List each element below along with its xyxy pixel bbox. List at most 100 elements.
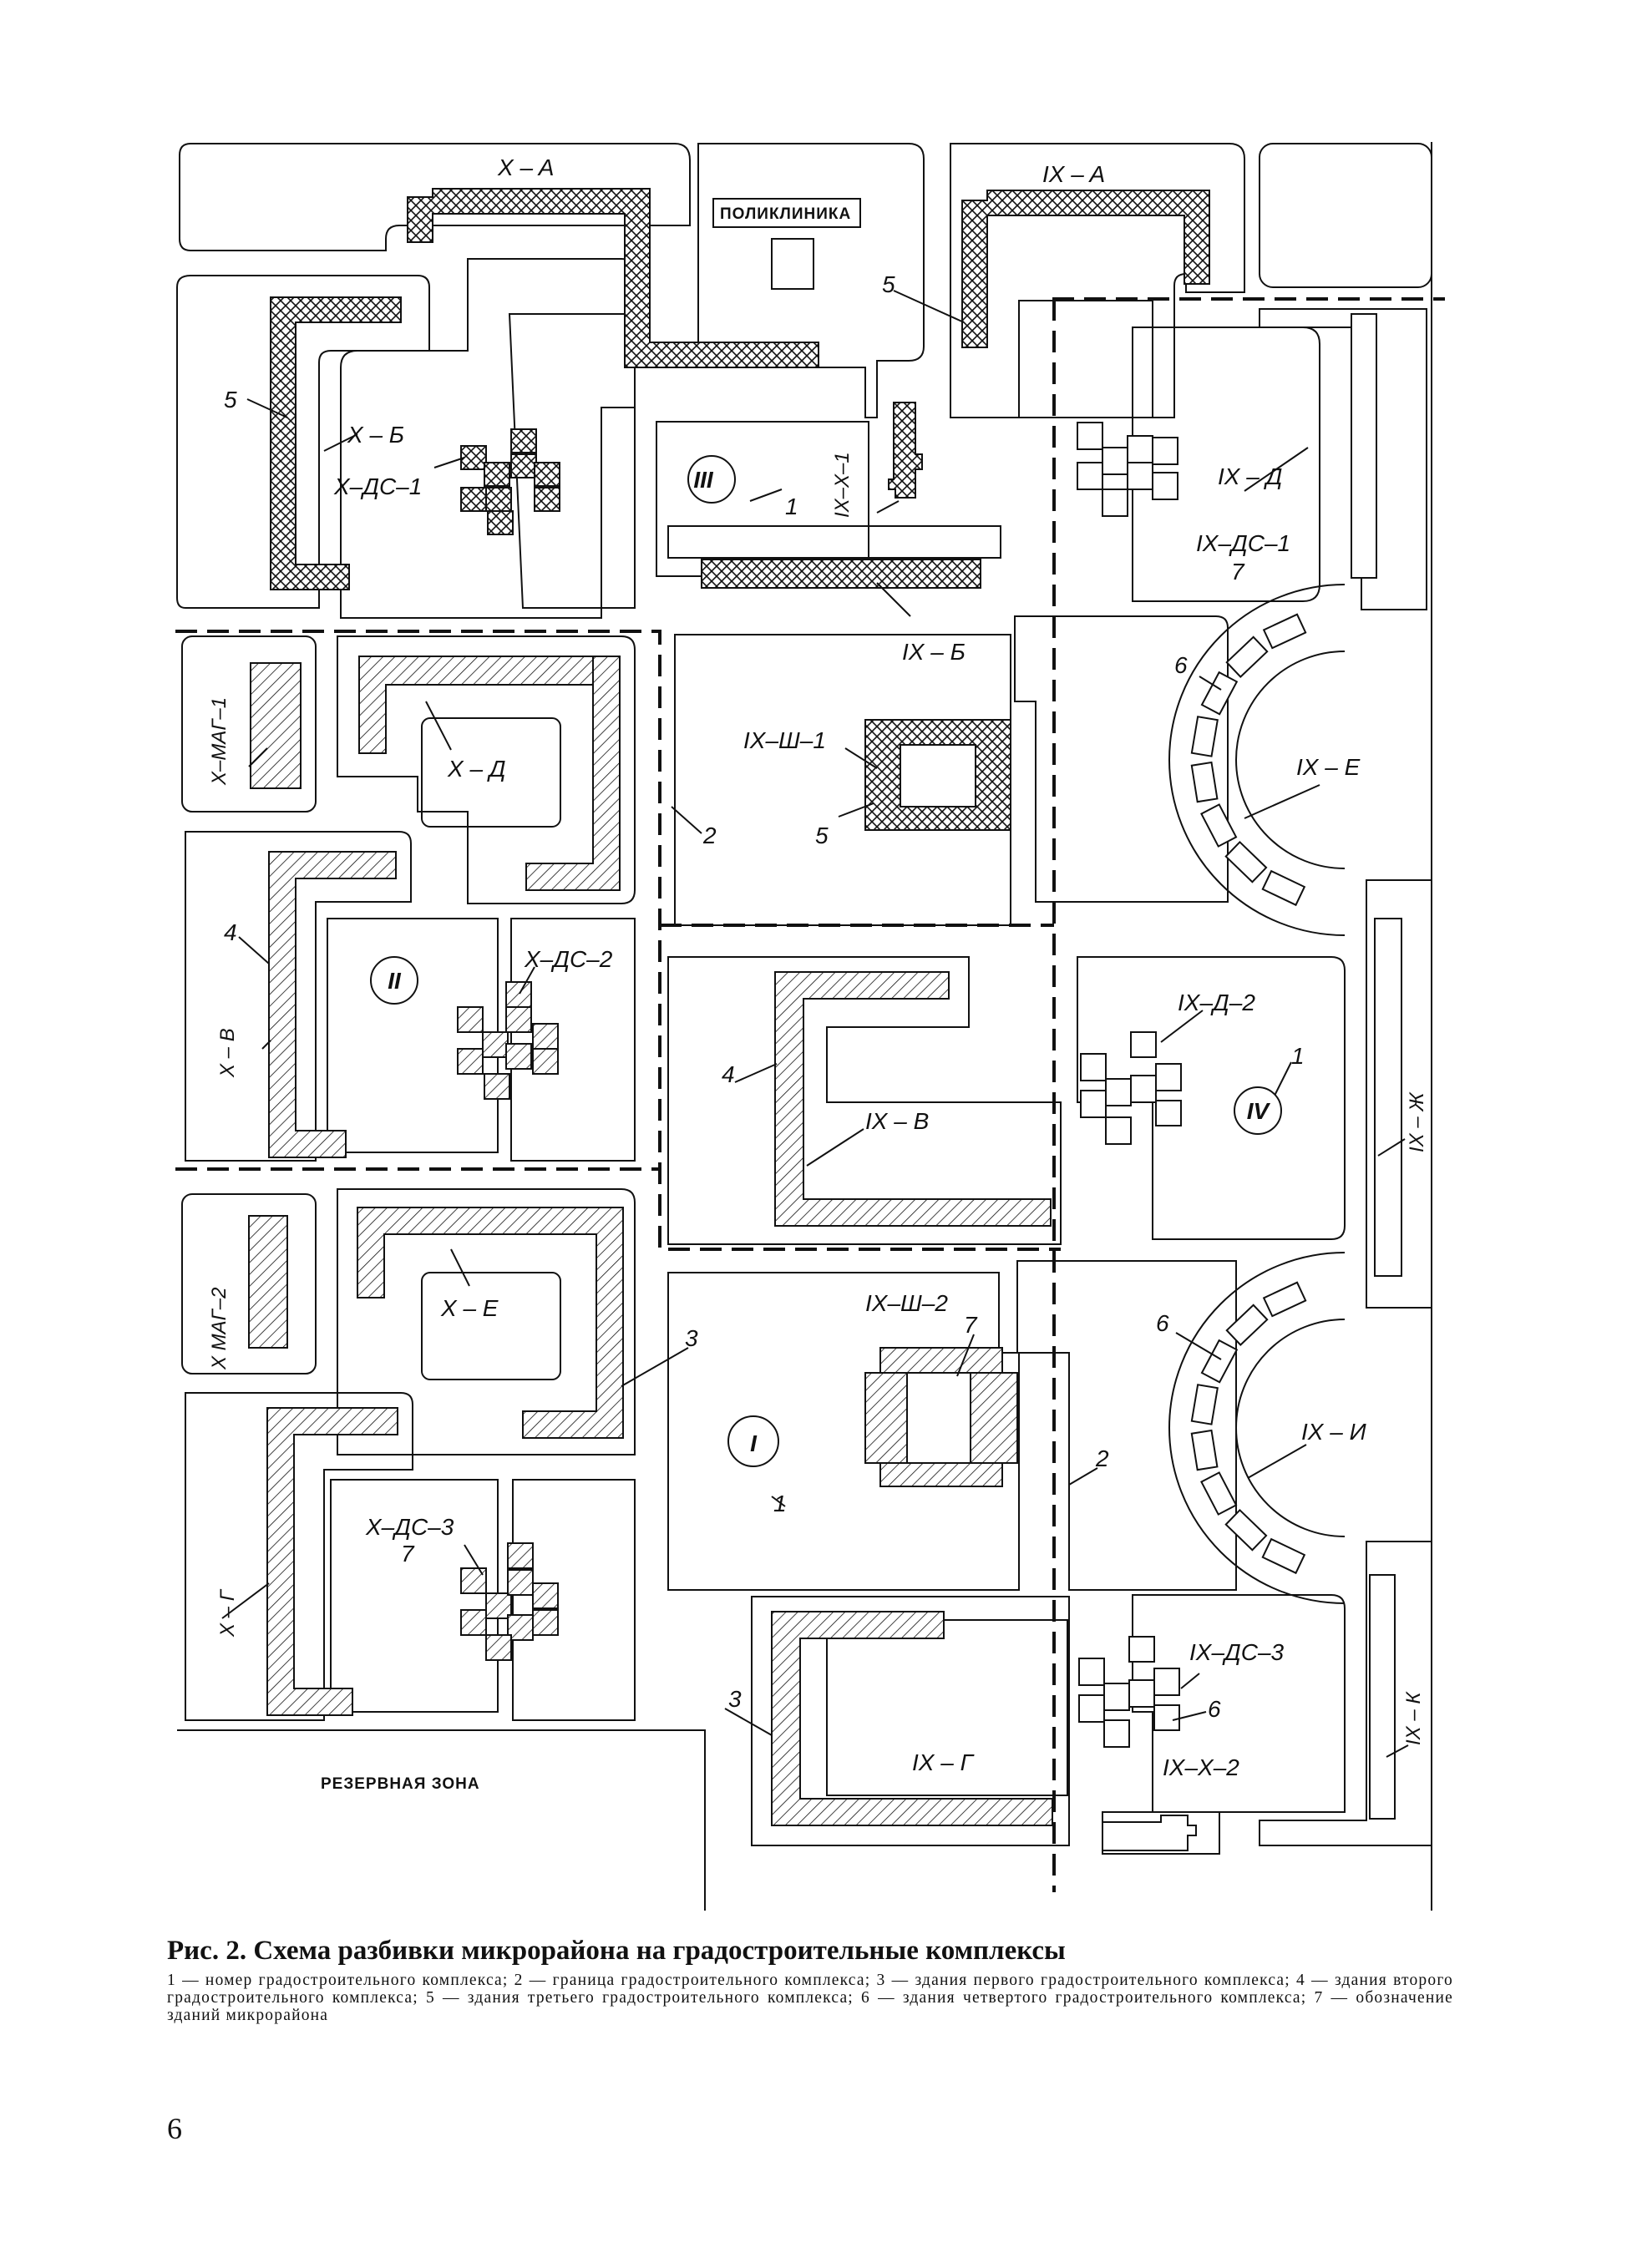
label-n3-xe: 3 [685,1325,698,1351]
curved-courts [1168,584,1346,1604]
label-x-g: X – Г [216,1588,239,1638]
arc-building-ix-i-3 [1200,1339,1239,1384]
block-x-mag-1 [181,635,317,813]
label-n7-ix-sh-2: 7 [964,1312,978,1338]
block-ix-d [1018,300,1153,418]
label-poliklinika: ПОЛИКЛИНИКА [720,205,851,223]
block-x-ds-2-right [510,918,636,1162]
arc-building-ix-e-1 [1262,613,1307,650]
building-ix-ds-3 [1078,1636,1180,1748]
label-ix-zh: IX – Ж [1406,1091,1428,1152]
building-ix-zh [1374,918,1402,1277]
label-n2-ix: 2 [1095,1445,1109,1471]
arc-building-ix-i-6 [1200,1471,1238,1516]
label-ix-a: IX – A [1042,161,1105,187]
block-x-d [337,635,636,904]
arc-building-ix-i-7 [1224,1508,1268,1552]
site-plan-diagram: X – A IX – A ПОЛИКЛИНИКА 5 5 X – Б X–ДС–… [175,142,1445,1911]
label-n4-xv: 4 [224,919,237,945]
building-ix-e-slab [1351,313,1377,579]
label-n5-ixa: 5 [882,271,895,297]
block-ix-sh-1 [674,634,1011,926]
block-x-ds-1-right [508,313,636,609]
label-ix-ds-1: IX–ДС–1 [1196,530,1290,556]
arc-building-ix-i-4 [1190,1384,1219,1425]
building-ix-sh-1 [864,719,1011,831]
building-x-a [407,188,819,368]
block-ix-g-outer [751,1596,1070,1846]
label-n7-x-ds-3: 7 [401,1541,415,1567]
arc-building-ix-e-8 [1261,869,1306,907]
label-ix-d-2: IX–Д–2 [1178,990,1255,1015]
leader-lines [221,290,1409,1758]
circle-complex-4 [1234,1086,1282,1135]
arc-building-ix-e-3 [1200,671,1239,716]
complex-number-3: III [693,467,714,493]
circle-complex-2 [370,956,418,1005]
label-x-ds-1: X–ДС–1 [333,473,422,499]
block-ix-d-2 [1077,956,1346,1240]
buildings-complex-3 [270,188,1210,831]
arc-building-ix-e-5 [1190,761,1219,803]
building-x-d-east [525,656,621,891]
label-ix-ds-3: IX–ДС–3 [1189,1639,1285,1665]
labels: X – A IX – A ПОЛИКЛИНИКА 5 5 X – Б X–ДС–… [208,154,1428,1793]
label-x-d: X – Д [447,756,506,782]
label-n1-iii: 1 [785,494,798,519]
building-x-mag-2 [248,1215,288,1349]
block-ix-ds-1 [1132,327,1320,602]
label-x-b: X – Б [347,422,404,448]
block-ix-b-strip [667,525,1001,559]
block-x-d-inner [421,717,561,828]
label-n6-ix-i: 6 [1156,1310,1169,1336]
building-x-d [358,656,594,754]
label-x-mag-1: X–МАГ–1 [208,697,231,786]
arc-building-ix-i-1 [1262,1281,1307,1318]
block-x-b [176,275,430,609]
circle-complex-3 [687,455,736,504]
label-x-ds-2: X–ДС–2 [524,946,613,972]
label-n6-ix-ds-3: 6 [1208,1696,1221,1722]
block-ix-v [667,956,1062,1245]
court-ix-i-outer [1168,1252,1346,1604]
label-ix-d: IX – Д [1218,463,1282,489]
block-ix-i-west [1016,1260,1237,1591]
label-ix-x-1: IX–X–1 [831,452,854,518]
label-ix-sh-1: IX–Ш–1 [743,727,826,753]
label-ix-x-2: IX–X–2 [1163,1754,1239,1780]
building-ix-v [774,971,1052,1227]
label-n5-ix-sh-1: 5 [815,823,829,848]
buildings-complex-1-2 [248,656,1053,1826]
building-ix-d-2 [1080,1031,1182,1145]
building-ix-x-2 [1102,1815,1197,1851]
building-x-mag-1 [250,662,302,789]
block-ne-corner [1259,143,1432,288]
label-ix-i: IX – И [1301,1419,1367,1445]
label-x-a: X – A [497,154,554,180]
block-x-ds-2 [327,918,499,1153]
arc-building-ix-i-5 [1190,1429,1219,1471]
block-ix-e-west [1014,615,1229,903]
figure-caption: Рис. 2. Схема разбивки микрорайона на гр… [167,1936,1453,2024]
arc-building-ix-e-4 [1190,716,1219,757]
building-ix-sh-2 [864,1347,1018,1487]
building-ix-d [1077,422,1178,517]
label-ix-k: IX – К [1402,1691,1425,1745]
complex-number-4: IV [1247,1098,1271,1124]
building-x-b [270,296,402,590]
label-n1-iv: 1 [1291,1043,1305,1069]
label-x-ds-3: X–ДС–3 [365,1514,454,1540]
label-n7-ix-ds-1: 7 [1231,559,1245,585]
arc-building-ix-i-8 [1261,1537,1306,1575]
block-ix-g [826,1619,1068,1796]
complex-boundaries [175,297,1445,1892]
page-number: 6 [167,2112,182,2145]
label-ix-b: IX – Б [902,639,966,665]
block-x-mag-2 [181,1193,317,1374]
block-x-a [179,143,691,251]
label-x-mag-2: X МАГ–2 [208,1288,231,1370]
block-x-v [185,831,412,1162]
court-ix-e-inner [1235,651,1346,869]
building-x-ds-3 [460,1542,559,1661]
building-ix-b [701,559,981,589]
